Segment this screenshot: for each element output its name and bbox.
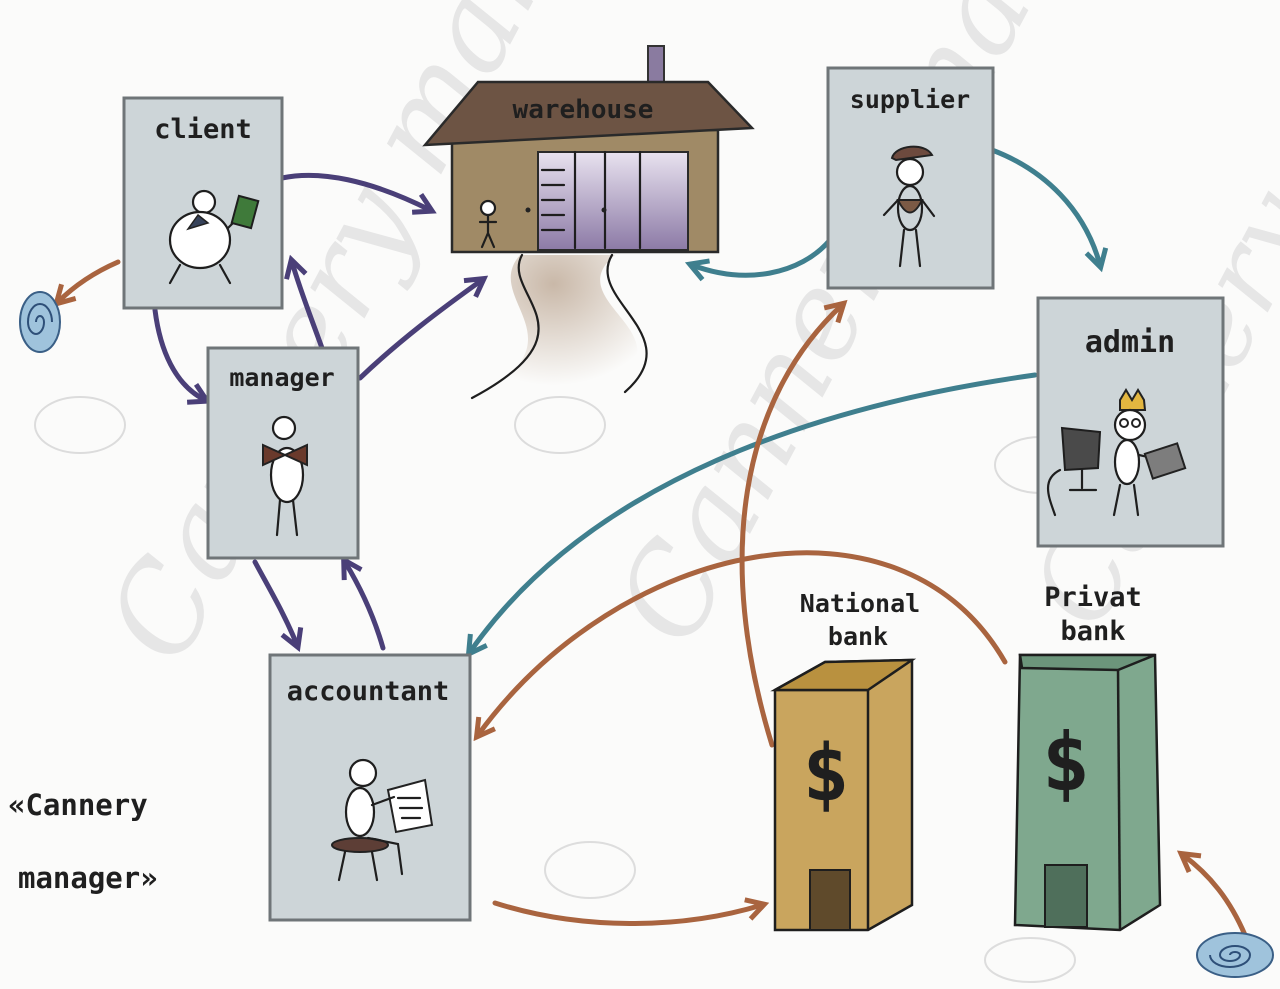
- spiral-icon: [1196, 932, 1274, 978]
- privat-bank-label-line1: Privat: [1044, 582, 1142, 613]
- client-node: client: [122, 96, 284, 310]
- warehouse-building-icon: [422, 45, 755, 254]
- national-bank-label-line1: National: [800, 589, 920, 618]
- privat-bank-dollar-sign: $: [1042, 716, 1090, 809]
- accountant-node: accountant: [268, 653, 472, 922]
- supplier-node: supplier: [826, 66, 995, 290]
- national-bank-label-line2: bank: [828, 622, 888, 651]
- warehouse-node: warehouse: [422, 45, 755, 400]
- stick-figure-with-crown-and-computer-icon: [1047, 388, 1187, 517]
- supplier-label: supplier: [850, 85, 970, 114]
- arrow-manager-to-client: [284, 254, 325, 351]
- arrow-national-bank-to-supplier: [739, 299, 848, 748]
- arrow-privat-bank-to-accountant: [473, 550, 1008, 742]
- national-bank-dollar-sign: $: [803, 729, 850, 819]
- arrow-supplier-to-admin: [989, 147, 1109, 273]
- arrow-spiral-to-privat-bank: [1176, 850, 1248, 938]
- privat-bank-label-line2: bank: [1060, 616, 1125, 647]
- stick-figure-with-money-icon: [168, 189, 260, 285]
- spiral-icon: [19, 291, 61, 353]
- warehouse-road: [470, 253, 648, 400]
- admin-label: admin: [1085, 325, 1175, 360]
- arrow-accountant-to-national-bank: [492, 897, 770, 926]
- arrow-manager-to-warehouse: [357, 275, 489, 381]
- arrow-client-to-spiral: [52, 259, 121, 308]
- caption-line1: «Cannery: [8, 788, 148, 822]
- arrow-client-to-warehouse: [279, 172, 437, 215]
- bank-building-icon: $: [1013, 653, 1162, 932]
- arrow-supplier-to-warehouse: [684, 237, 833, 282]
- caption: «Cannery manager»: [8, 788, 158, 895]
- accountant-card: [268, 653, 472, 922]
- arrow-client-to-manager: [152, 307, 212, 405]
- stick-figure-with-bowtie-icon: [262, 415, 308, 537]
- caption-line2: manager»: [18, 861, 158, 895]
- accountant-label: accountant: [287, 676, 450, 707]
- stick-figure-with-cap-icon: [882, 145, 936, 268]
- privat-bank-node: Privat bank $: [1013, 582, 1162, 932]
- warehouse-label: warehouse: [513, 95, 654, 125]
- client-label: client: [154, 114, 252, 145]
- national-bank-node: National bank $: [770, 589, 920, 932]
- arrows: [52, 147, 1248, 938]
- stick-figure-reading-document-icon: [331, 758, 434, 882]
- arrow-accountant-to-manager: [341, 555, 386, 651]
- bank-building-icon: $: [770, 658, 917, 932]
- admin-node: admin: [1036, 296, 1225, 548]
- manager-label: manager: [229, 363, 334, 392]
- arrow-manager-to-accountant: [252, 559, 304, 652]
- arrow-admin-to-accountant: [465, 372, 1038, 659]
- manager-node: manager: [206, 346, 360, 560]
